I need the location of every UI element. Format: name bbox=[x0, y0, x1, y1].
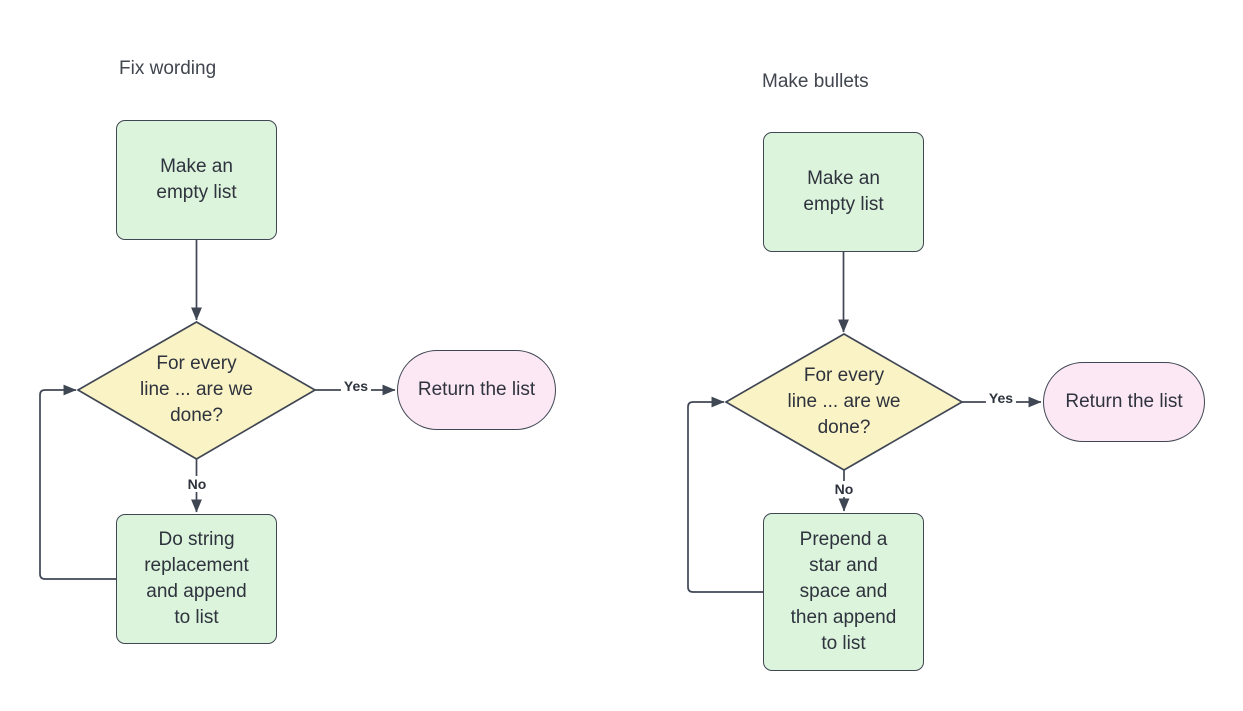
fc2-process-node: Prepend a star and space and then append… bbox=[763, 513, 924, 671]
fc2-edge-label-yes: Yes bbox=[985, 390, 1017, 406]
fc2-terminator-node: Return the list bbox=[1043, 362, 1205, 442]
fc2-decision-node-label: For every line ... are we done? bbox=[787, 365, 901, 438]
fc2-start-node: Make an empty list bbox=[763, 132, 924, 252]
fc2-decision-diamond bbox=[724, 333, 964, 471]
fc2-edge-loop bbox=[687, 396, 763, 593]
fc2-edge-label-no: No bbox=[831, 481, 857, 497]
fc1-decision-node-label: For every line ... are we done? bbox=[140, 353, 253, 426]
fc1-start-node: Make an empty list bbox=[116, 120, 277, 240]
fc1-decision-diamond bbox=[76, 321, 317, 460]
fc1-process-node: Do string replacement and append to list bbox=[116, 514, 277, 644]
fc1-edge-label-yes: Yes bbox=[340, 378, 372, 394]
fc1-edge-label-no: No bbox=[184, 476, 210, 492]
fc2-chart-title: Make bullets bbox=[762, 71, 869, 92]
fc1-chart-title: Fix wording bbox=[119, 58, 217, 79]
fc1-terminator-node: Return the list bbox=[397, 350, 556, 430]
fc1-edge-loop bbox=[39, 384, 116, 580]
